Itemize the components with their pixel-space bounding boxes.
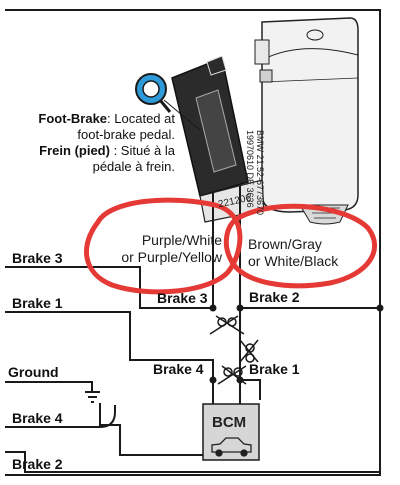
wire-label-left-brake2: Brake 2 bbox=[12, 456, 63, 472]
wire-label-ground: Ground bbox=[8, 364, 59, 380]
note-fr-line2: pédale à frein. bbox=[92, 159, 175, 174]
outer-frame bbox=[5, 9, 381, 476]
red-circle-left bbox=[84, 197, 243, 295]
red-circle-right bbox=[223, 203, 377, 289]
note-en-line2: foot-brake pedal. bbox=[77, 127, 175, 142]
circled-left-line1: Purple/White bbox=[141, 232, 222, 248]
car-icon bbox=[211, 437, 252, 457]
wire-label-center-brake4: Brake 4 bbox=[153, 361, 204, 377]
circled-right-line2: or White/Black bbox=[248, 253, 339, 269]
circled-label-right: Brown/Gray or White/Black bbox=[248, 236, 338, 270]
wire-label-left-brake3: Brake 3 bbox=[12, 250, 63, 266]
ground-icon bbox=[85, 391, 100, 403]
pedal-switch-body bbox=[254, 17, 359, 225]
foot-brake-note: Foot-Brake: Located at foot-brake pedal.… bbox=[38, 111, 175, 175]
part-number-line1: BMW 21.52-6773670 bbox=[255, 130, 265, 216]
magnifier-icon bbox=[135, 73, 172, 113]
circled-label-left: Purple/White or Purple/Yellow bbox=[112, 232, 222, 266]
wire-label-center-brake3: Brake 3 bbox=[157, 290, 208, 306]
scissors-icon bbox=[209, 315, 259, 385]
wire-label-left-brake4: Brake 4 bbox=[12, 410, 63, 426]
circled-right-line1: Brown/Gray bbox=[248, 236, 322, 252]
wire-label-center-brake1: Brake 1 bbox=[249, 361, 300, 377]
callout-pointer bbox=[163, 99, 201, 131]
wire-label-center-brake2: Brake 2 bbox=[249, 289, 300, 305]
bcm-label: BCM bbox=[212, 414, 247, 431]
note-fr-bold: Frein (pied) bbox=[39, 143, 110, 158]
wire-label-left-brake1: Brake 1 bbox=[12, 295, 63, 311]
right-wires bbox=[212, 300, 380, 400]
note-fr-rest: : Situé à la bbox=[109, 143, 175, 158]
brake-switch-connector bbox=[171, 55, 265, 223]
note-en-rest: : Located at bbox=[107, 111, 175, 126]
circled-left-line2: or Purple/Yellow bbox=[121, 249, 222, 265]
note-en-bold: Foot-Brake bbox=[38, 111, 108, 126]
